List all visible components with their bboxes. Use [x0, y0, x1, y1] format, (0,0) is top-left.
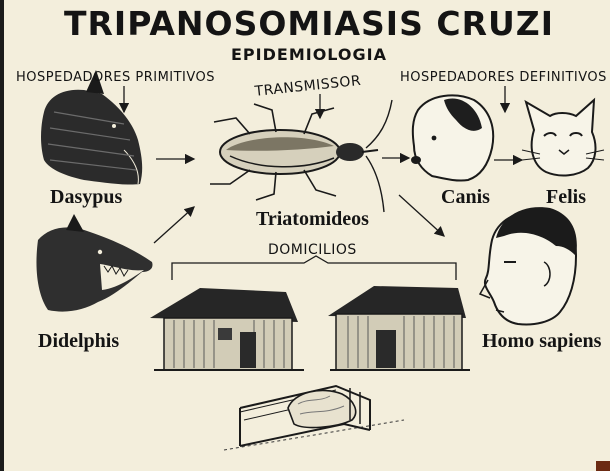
- human-head-illustration: [480, 207, 577, 324]
- arrow-didelphis-to-triatoma: [154, 207, 194, 243]
- opossum-illustration: [36, 214, 152, 312]
- house-right-illustration: [328, 286, 470, 370]
- label-dasypus: Dasypus: [50, 186, 122, 209]
- bed-illustration: [224, 386, 404, 450]
- arrow-triatoma-to-homo: [399, 195, 444, 236]
- cat-illustration: [522, 100, 604, 175]
- label-homo-sapiens: Homo sapiens: [482, 330, 601, 353]
- corner-tab: [596, 461, 610, 471]
- label-didelphis: Didelphis: [38, 330, 119, 353]
- label-domicilios: DOMICILIOS: [268, 242, 357, 258]
- label-hospedadores-primitivos: HOSPEDADORES PRIMITIVOS: [16, 70, 215, 85]
- house-left-illustration: [150, 288, 304, 370]
- poster-subtitle: EPIDEMIOLOGIA: [4, 45, 610, 64]
- dog-illustration: [411, 95, 493, 180]
- armadillo-illustration: [41, 70, 142, 185]
- label-canis: Canis: [441, 186, 490, 209]
- label-triatomideos: Triatomideos: [256, 208, 369, 231]
- triatoma-bug-illustration: [210, 100, 392, 212]
- label-felis: Felis: [546, 186, 586, 209]
- domicilios-bracket: [172, 256, 456, 280]
- poster-title: TRIPANOSOMIASIS CRUZI: [4, 4, 610, 43]
- label-hospedadores-definitivos: HOSPEDADORES DEFINITIVOS: [400, 70, 607, 85]
